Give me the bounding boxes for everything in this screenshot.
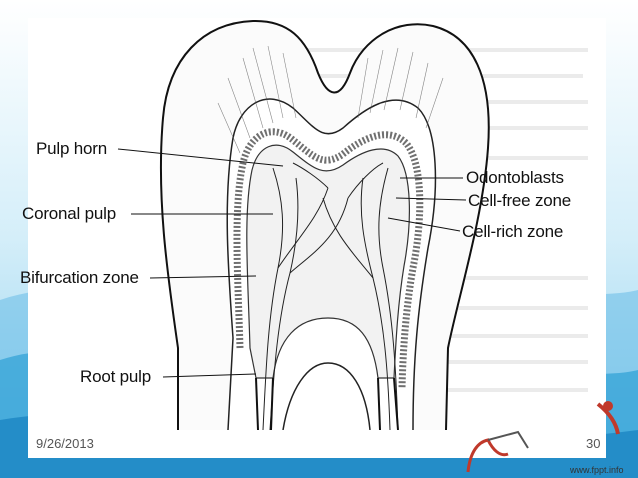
slide-date: 9/26/2013 xyxy=(36,436,94,451)
label-coronal-pulp: Coronal pulp xyxy=(22,204,116,223)
label-odontoblasts: Odontoblasts xyxy=(466,168,564,187)
odontoblast-layer xyxy=(233,128,424,389)
label-cell-rich-zone: Cell-rich zone xyxy=(462,222,564,241)
pulp-chamber xyxy=(246,144,410,379)
tooth-diagram xyxy=(117,19,588,430)
slide-number: 30 xyxy=(586,436,601,451)
label-pulp-horn: Pulp horn xyxy=(36,139,107,158)
leader-lines xyxy=(117,148,467,378)
label-root-pulp: Root pulp xyxy=(80,367,151,386)
brand-link[interactable]: www.fppt.info xyxy=(570,465,624,475)
label-bifurcation-zone: Bifurcation zone xyxy=(20,268,139,287)
label-cell-free-zone: Cell-free zone xyxy=(468,191,572,210)
dentin-tubules xyxy=(217,45,444,154)
root-canal-right xyxy=(377,377,399,430)
root-canal-left xyxy=(255,377,274,430)
decorative-figure-icon xyxy=(466,401,620,473)
bifurcation-dentin xyxy=(282,362,371,430)
